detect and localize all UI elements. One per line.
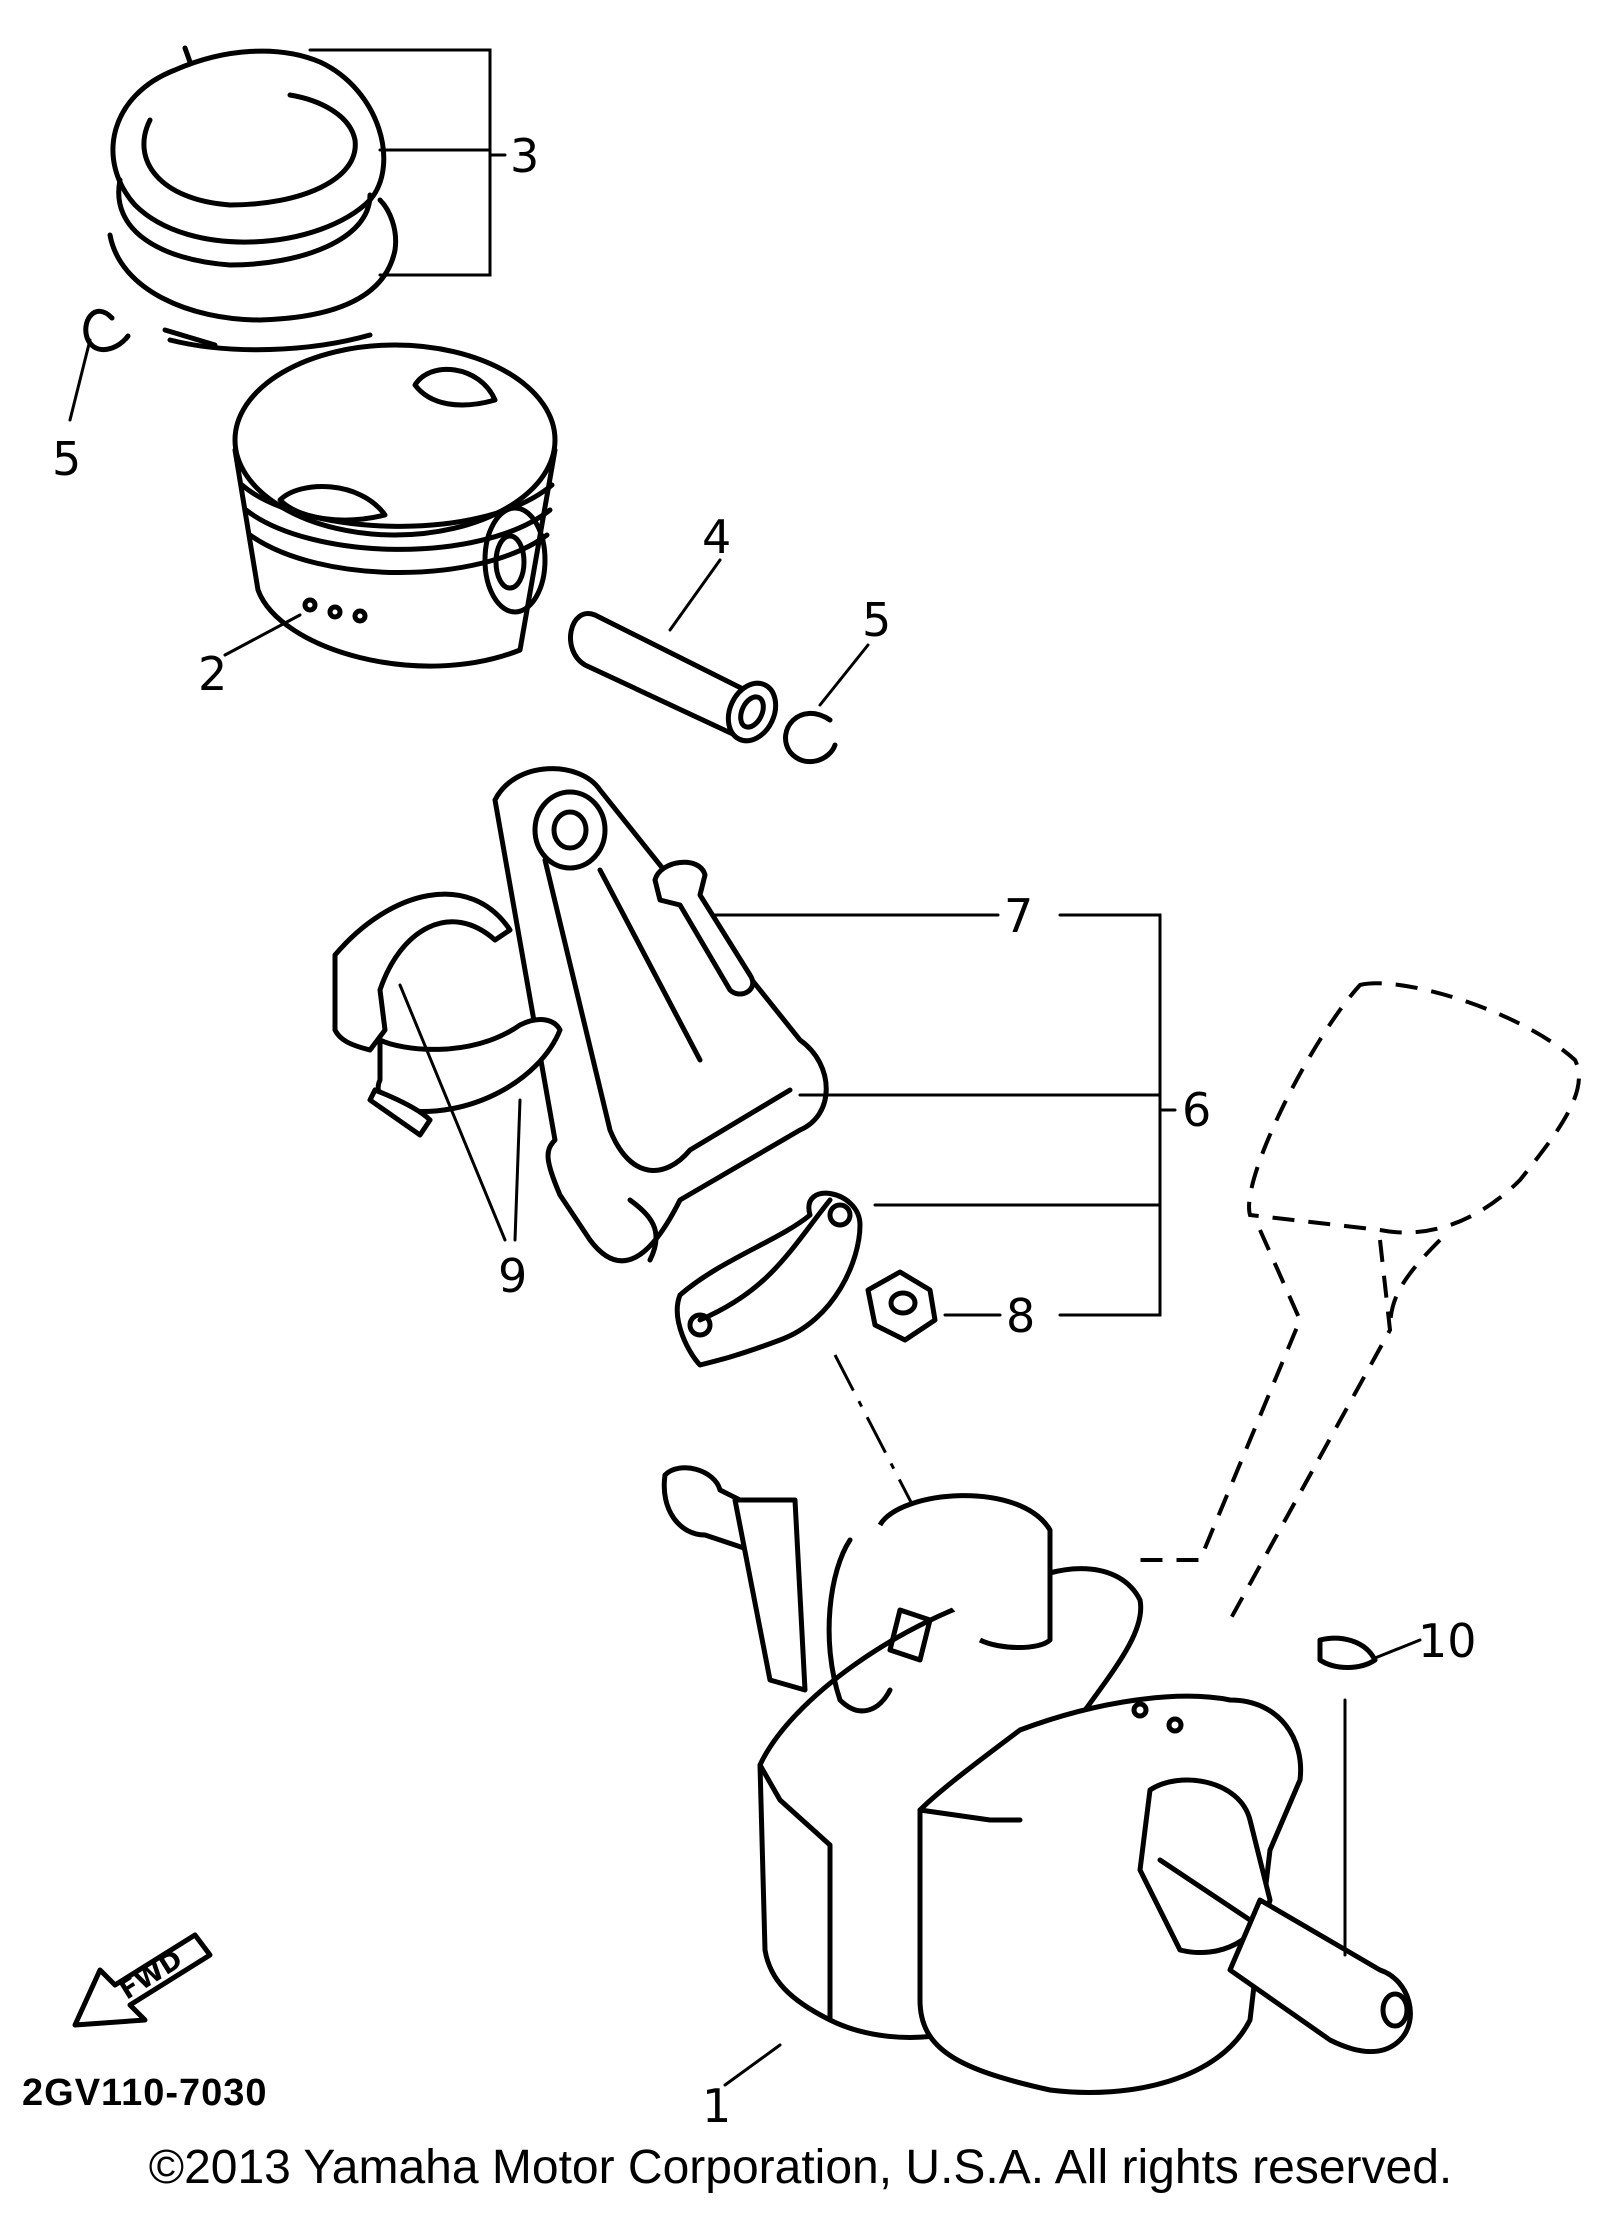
- connecting-rod: [492, 766, 829, 1264]
- fwd-label: FWD: [114, 1945, 188, 2006]
- ghost-rod: [1140, 981, 1581, 1621]
- callout-6: 6: [1182, 1083, 1211, 1137]
- callout-4: 4: [702, 510, 731, 564]
- callout-3: 3: [510, 129, 539, 183]
- bearing-shells: [332, 891, 563, 1138]
- callout-5-right: 5: [862, 593, 891, 647]
- part-code: 2GV110-7030: [22, 2072, 268, 2114]
- woodruff-key: [1317, 1635, 1378, 1670]
- crankshaft: [661, 1465, 1413, 2095]
- piston-ring-set: [107, 45, 399, 353]
- circlip-left: [83, 308, 131, 352]
- callout-1: 1: [702, 2079, 731, 2133]
- copyright-notice: ©2013 Yamaha Motor Corporation, U.S.A. A…: [148, 2141, 1453, 2194]
- callout-2: 2: [198, 647, 227, 701]
- piston-pin: [568, 611, 779, 744]
- rod-bolt: [652, 859, 755, 997]
- circlip-right: [783, 711, 838, 765]
- rod-cap: [674, 1190, 863, 1368]
- rod-nut: [865, 1269, 938, 1343]
- callout-7: 7: [1004, 889, 1033, 943]
- callout-10: 10: [1418, 1614, 1477, 1668]
- callout-8: 8: [1006, 1289, 1035, 1343]
- fwd-arrow-icon: FWD: [72, 1932, 213, 2028]
- piston: [232, 342, 558, 669]
- callout-5-left: 5: [52, 432, 81, 486]
- callout-9: 9: [498, 1249, 527, 1303]
